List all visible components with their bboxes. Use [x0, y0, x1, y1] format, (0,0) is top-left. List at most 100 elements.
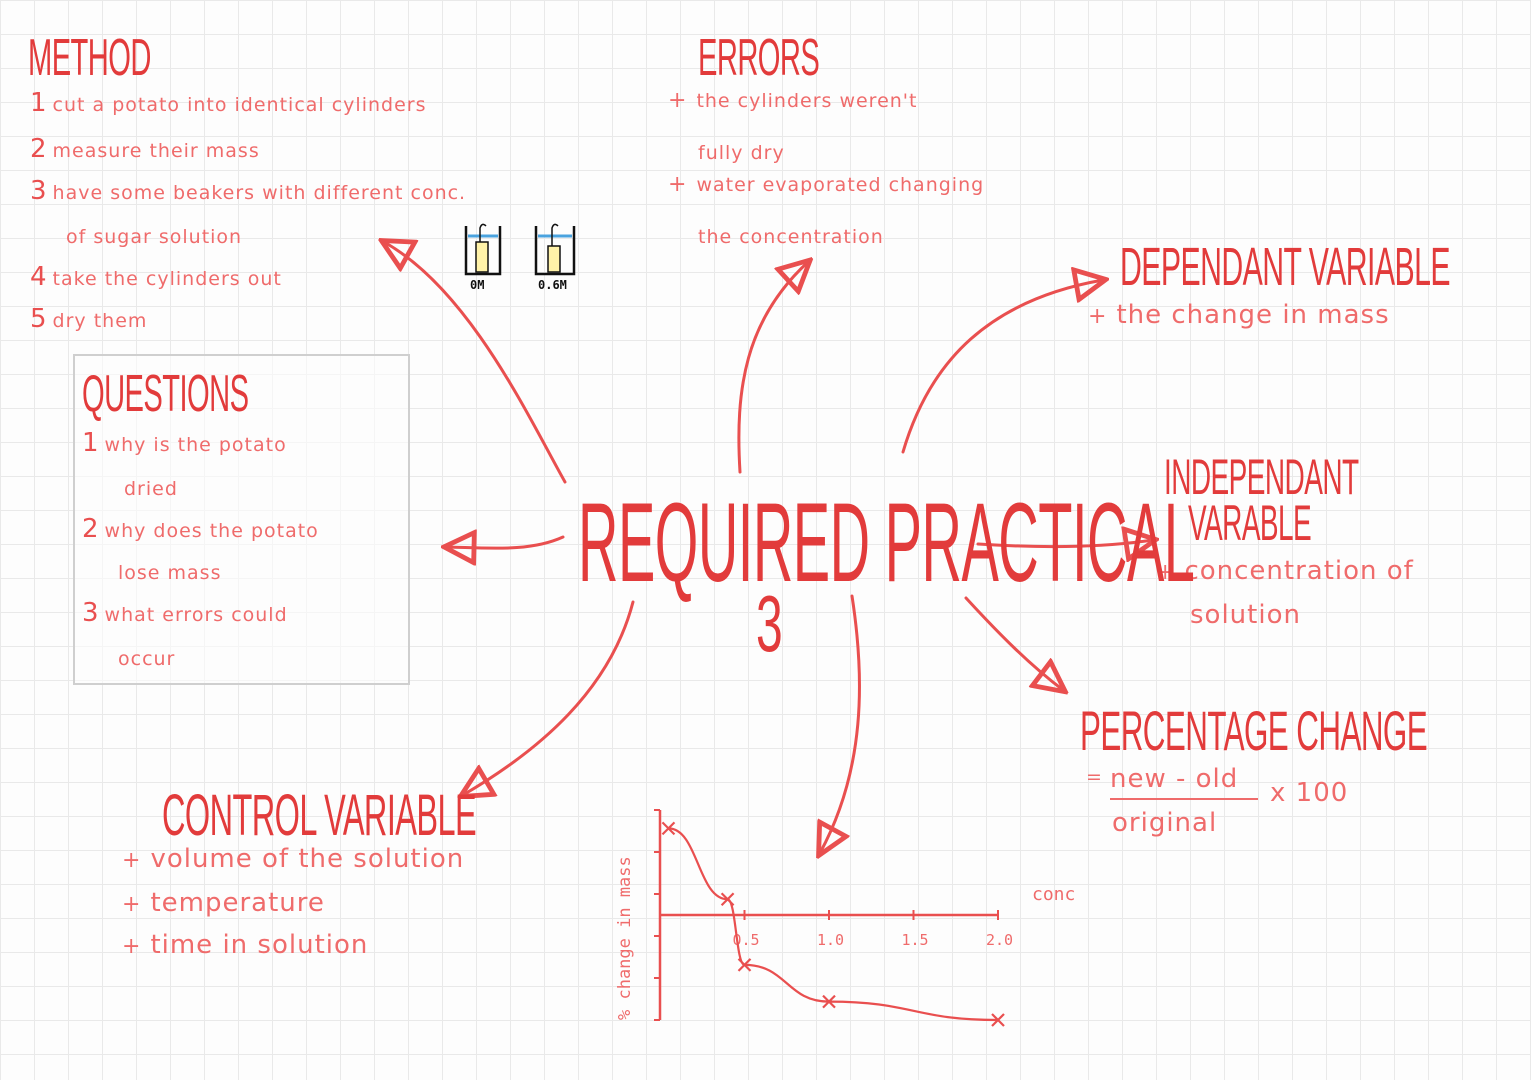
question-line: why is the potato: [104, 434, 287, 456]
percentage-equals: =: [1086, 766, 1103, 788]
plus-icon: +: [668, 172, 687, 197]
error-line: fully dry: [698, 142, 785, 164]
error-line: the cylinders weren't: [696, 90, 918, 112]
control-item: + time in solution: [122, 930, 368, 960]
arrow-to-method: [384, 242, 567, 484]
chart-ticks: 0.5 1.0 1.5 2.0: [654, 809, 1013, 1021]
chart-curve: [668, 827, 999, 1022]
beaker-06m: 0.6M: [534, 223, 576, 292]
arrow-to-dependent: [901, 280, 1103, 454]
questions-title: QUESTIONS: [82, 365, 249, 423]
chart-points: [661, 821, 1005, 1027]
data-point-x-marker: [822, 994, 836, 1009]
marker-stroke: [661, 821, 676, 836]
questions-box: [73, 354, 410, 685]
step-text: measure their mass: [52, 140, 260, 162]
step-text: of sugar solution: [66, 226, 243, 248]
error-line: the concentration: [698, 226, 884, 248]
method-title: METHOD: [28, 29, 151, 87]
center-number: 3: [756, 579, 783, 668]
marker-stroke: [720, 892, 735, 907]
question-line: occur: [118, 648, 176, 670]
percentage-numerator: new - old: [1110, 764, 1239, 794]
errors-title: ERRORS: [698, 29, 820, 87]
independent-title-line1: INDEPENDANT: [1164, 449, 1359, 505]
step-text: have some beakers with different conc.: [52, 182, 467, 204]
step-number: 4: [30, 262, 47, 292]
step-number: 3: [30, 176, 47, 206]
x-axis-label: conc: [1032, 884, 1075, 905]
independent-text: solution: [1190, 600, 1301, 630]
step-number: 5: [30, 304, 47, 334]
control-text: time in solution: [150, 930, 369, 960]
marker-stroke: [991, 1013, 1005, 1027]
plus-icon: +: [1088, 304, 1107, 329]
fraction-bar: [1110, 798, 1258, 800]
arrow-to-questions: [447, 537, 565, 548]
center-title: REQUIRED PRACTICAL: [578, 480, 1195, 605]
plus-icon: +: [668, 88, 687, 113]
step-text: take the cylinders out: [52, 268, 282, 290]
data-point-x-marker: [737, 958, 752, 972]
question-line: dried: [124, 478, 178, 500]
beaker-right-label: 0.6M: [538, 278, 567, 292]
control-text: temperature: [150, 888, 325, 918]
percentage-title: PERCENTAGE CHANGE: [1080, 699, 1428, 762]
arrow-to-percentage: [964, 596, 1063, 690]
arrow-to-control: [463, 600, 635, 795]
question-number: 1: [82, 428, 99, 458]
control-text: volume of the solution: [150, 844, 465, 874]
control-item: + temperature: [122, 888, 325, 918]
independent-text: concentration of: [1184, 556, 1414, 586]
x-tick-label: 1.5: [902, 931, 929, 949]
x-tick-label: 1.0: [817, 931, 844, 949]
plus-icon: +: [122, 892, 141, 917]
plus-icon: +: [1156, 560, 1175, 585]
control-title: CONTROL VARIABLE: [162, 783, 477, 848]
marker-stroke: [822, 994, 836, 1009]
beaker-left-label: 0M: [470, 278, 484, 292]
error-item: + water evaporated changing: [668, 172, 984, 197]
question-line: why does the potato: [104, 520, 319, 542]
step-text: cut a potato into identical cylinders: [52, 94, 427, 116]
percentage-multiplier: x 100: [1270, 778, 1349, 808]
data-point-x-marker: [991, 1013, 1005, 1027]
x-tick-label: 0.5: [733, 931, 760, 949]
arrow-to-independent: [976, 540, 1153, 547]
independent-title-line2: VARABLE: [1188, 495, 1312, 551]
step-number: 1: [30, 88, 47, 118]
plus-icon: +: [122, 934, 141, 959]
question-line: what errors could: [104, 604, 288, 626]
y-axis-label: % change in mass: [615, 856, 635, 1020]
beaker-0m: 0M: [464, 223, 502, 292]
arrow-to-graph: [820, 594, 861, 853]
plus-icon: +: [122, 848, 141, 873]
dependent-item: + the change in mass: [1088, 300, 1390, 330]
marker-stroke: [737, 958, 752, 972]
dependent-text: the change in mass: [1116, 300, 1390, 330]
data-point-x-marker: [720, 892, 735, 907]
question-line: lose mass: [118, 562, 222, 584]
step-text: dry them: [52, 310, 148, 332]
error-item: + the cylinders weren't: [668, 88, 917, 113]
independent-item: + concentration of: [1156, 556, 1414, 586]
percentage-denominator: original: [1112, 808, 1218, 838]
error-line: water evaporated changing: [696, 174, 985, 196]
question-number: 2: [82, 514, 99, 544]
mass-change-graph: 0.5 1.0 1.5 2.0 % change in mass conc: [615, 809, 1075, 1027]
x-tick-label: 2.0: [986, 931, 1013, 949]
method-step: of sugar solution: [66, 226, 242, 248]
data-point-x-marker: [661, 821, 676, 836]
control-item: + volume of the solution: [122, 844, 464, 874]
dependent-title: DEPENDANT VARIABLE: [1120, 237, 1451, 297]
question-number: 3: [82, 598, 99, 628]
arrow-to-errors: [737, 262, 808, 474]
beakers-sketch: 0M 0.6M: [464, 223, 576, 292]
